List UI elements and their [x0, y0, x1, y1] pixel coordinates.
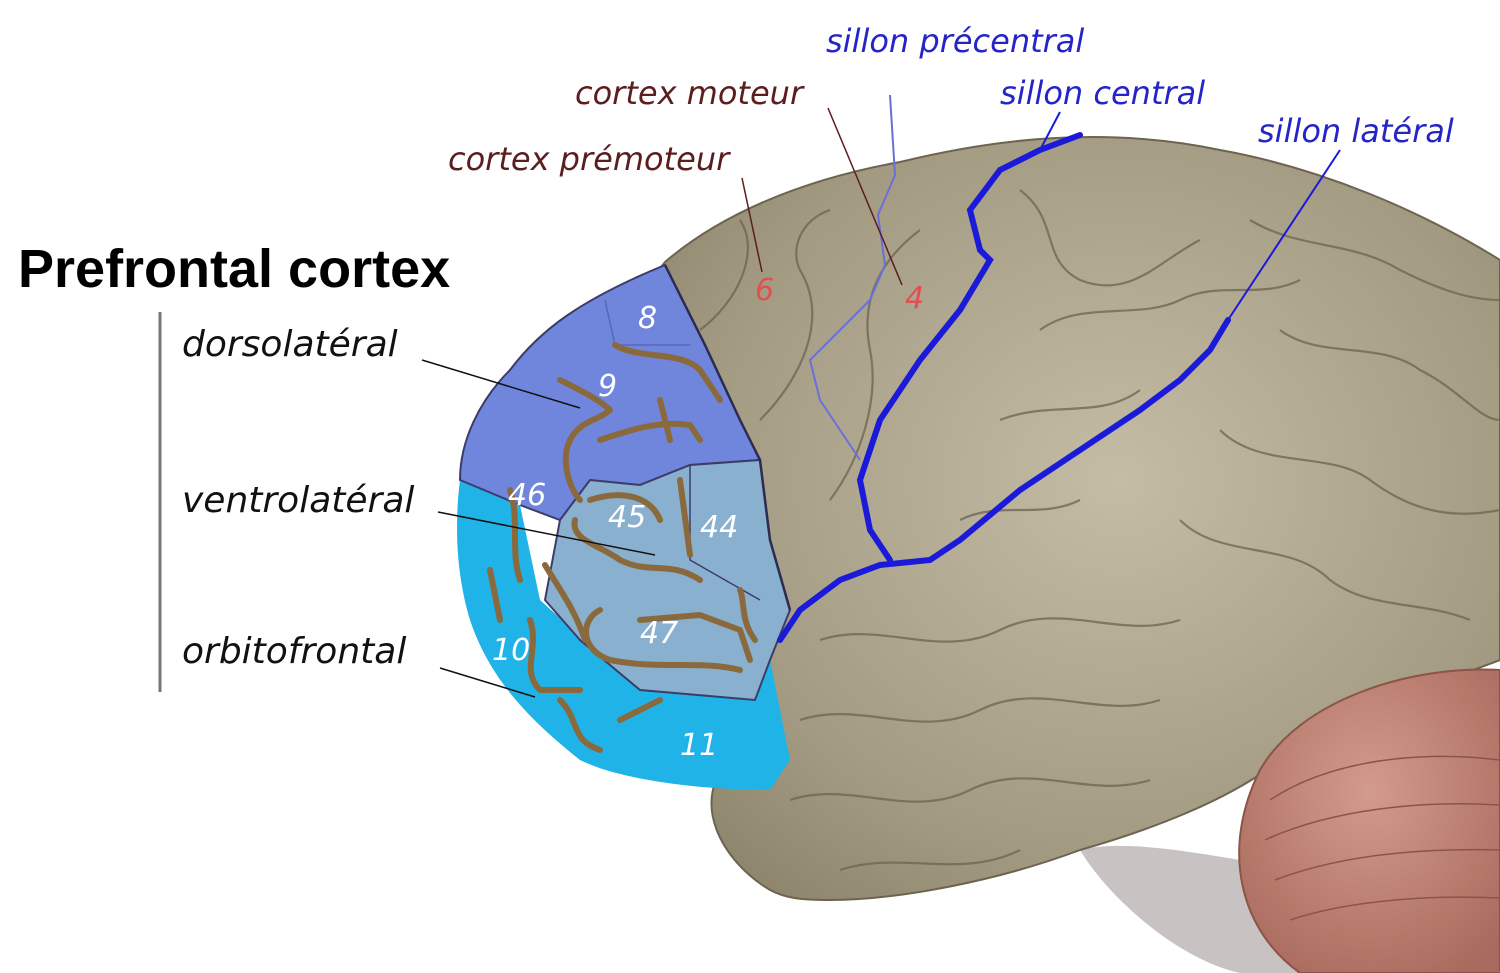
area-8: 8	[638, 301, 657, 336]
label-premotor-cortex: cortex prémoteur	[448, 140, 731, 178]
region-orbitofrontal	[457, 480, 790, 790]
lateral-sulcus-pointer	[1227, 149, 1341, 321]
area-44: 44	[700, 510, 738, 545]
label-lateral-sulcus: sillon latéral	[1258, 112, 1454, 150]
area-45: 45	[608, 500, 646, 535]
area-47: 47	[640, 616, 678, 651]
label-ventrolateral: ventrolatéral	[182, 480, 414, 521]
area-44-boundary	[689, 465, 761, 601]
prefrontal-boundary	[663, 264, 792, 611]
precentral-sulcus-line	[808, 94, 897, 461]
area-4: 4	[905, 281, 924, 316]
area-46: 46	[508, 478, 546, 513]
area-10: 10	[492, 633, 530, 668]
orbitofrontal-leader	[439, 667, 536, 698]
area-6: 6	[755, 273, 774, 308]
page-title: Prefrontal cortex	[18, 239, 450, 299]
label-dorsolateral: dorsolatéral	[182, 324, 398, 365]
area-11: 11	[680, 728, 718, 763]
lateral-sulcus-line	[777, 317, 1231, 643]
dorsolateral-leader	[421, 359, 581, 409]
central-sulcus-pointer	[1039, 111, 1061, 151]
central-sulcus-line	[856, 132, 1083, 563]
area-9: 9	[598, 369, 617, 404]
frontal-pole-gyri	[487, 342, 758, 753]
premotor-leader	[741, 177, 763, 273]
label-motor-cortex: cortex moteur	[575, 74, 805, 112]
brain-gyri	[699, 189, 1500, 872]
label-central-sulcus: sillon central	[1000, 74, 1205, 112]
label-precentral-sulcus: sillon précentral	[826, 22, 1084, 60]
ventrolateral-leader	[437, 511, 656, 556]
motor-leader	[827, 107, 903, 286]
label-orbitofrontal: orbitofrontal	[182, 631, 406, 672]
cerebellum-folia	[1264, 755, 1500, 921]
